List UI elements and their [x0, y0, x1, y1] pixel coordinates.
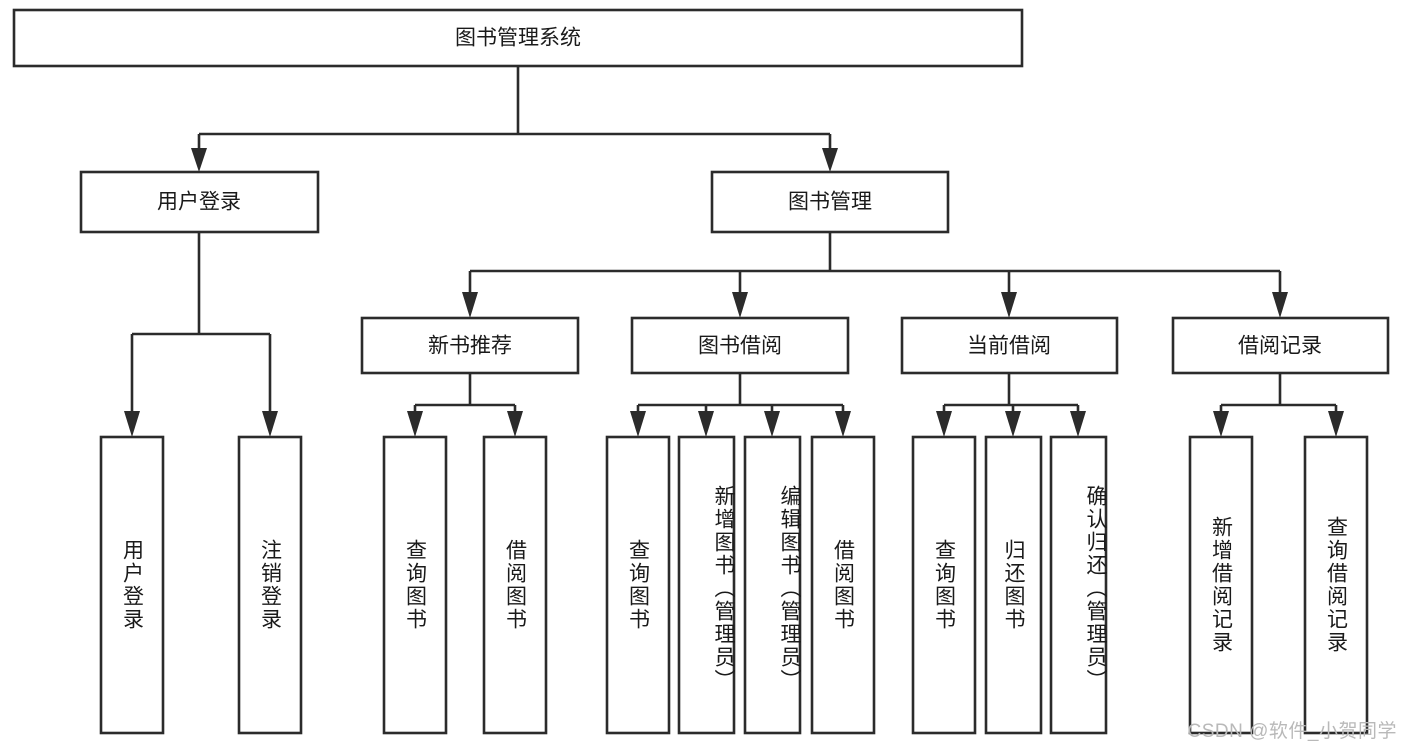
arrow-head-icon — [835, 411, 851, 437]
node-box — [630, 316, 850, 375]
leaf-box-query-books-borrow[interactable] — [605, 435, 671, 735]
leaf-box-add-borrow-record[interactable] — [1188, 435, 1254, 735]
node-box — [710, 170, 950, 234]
arrow-head-icon — [407, 411, 423, 437]
arrow-head-icon — [262, 411, 278, 437]
arrow-head-icon — [1213, 411, 1229, 437]
leaf-boxes-group — [99, 435, 1369, 735]
arrow-head-icon — [1005, 411, 1021, 437]
arrow-head-icon — [630, 411, 646, 437]
node-box — [900, 316, 1119, 375]
node-label: 新书推荐 — [428, 335, 512, 358]
node-borrow-records[interactable]: 借阅记录 — [1171, 316, 1390, 375]
node-box — [360, 316, 580, 375]
connector-login-to-leaves — [124, 232, 278, 437]
arrow-head-icon — [732, 292, 748, 318]
node-box — [1171, 316, 1390, 375]
node-book-borrow[interactable]: 图书借阅 — [630, 316, 850, 375]
leaf-box-logout[interactable] — [237, 435, 303, 735]
node-label: 图书借阅 — [698, 335, 782, 358]
leaf-box-query-borrow-record[interactable] — [1303, 435, 1369, 735]
connector-books-to-level3 — [462, 232, 1288, 318]
leaf-box-borrow-book[interactable] — [810, 435, 876, 735]
leaf-box-user-login[interactable] — [99, 435, 165, 735]
arrow-head-icon — [124, 411, 140, 437]
node-label: 图书管理系统 — [455, 27, 581, 50]
node-box — [12, 8, 1024, 68]
node-box — [79, 170, 320, 234]
node-label: 借阅记录 — [1238, 335, 1322, 358]
arrow-head-icon — [936, 411, 952, 437]
leaf-box-confirm-return-admin[interactable] — [1049, 435, 1108, 735]
connector-root-to-level2 — [191, 66, 838, 172]
leaf-box-query-books-current[interactable] — [911, 435, 977, 735]
arrow-head-icon — [1070, 411, 1086, 437]
leaf-box-edit-book-admin[interactable] — [743, 435, 802, 735]
arrow-head-icon — [698, 411, 714, 437]
arrow-head-icon — [822, 148, 838, 172]
node-label: 图书管理 — [788, 191, 872, 214]
node-label: 用户登录 — [157, 191, 241, 214]
arrow-head-icon — [764, 411, 780, 437]
node-new-book-recommend[interactable]: 新书推荐 — [360, 316, 580, 375]
arrow-head-icon — [191, 148, 207, 172]
arrow-head-icon — [507, 411, 523, 437]
leaf-box-borrow-books-new[interactable] — [482, 435, 548, 735]
node-root-system[interactable]: 图书管理系统 — [12, 8, 1024, 68]
arrow-head-icon — [1272, 292, 1288, 318]
node-label: 当前借阅 — [967, 335, 1051, 358]
node-current-borrow[interactable]: 当前借阅 — [900, 316, 1119, 375]
arrow-head-icon — [1001, 292, 1017, 318]
node-book-management[interactable]: 图书管理 — [710, 170, 950, 234]
connector-newbooks-to-leaves — [407, 373, 523, 437]
leaf-box-add-book-admin[interactable] — [677, 435, 736, 735]
watermark-text: CSDN @软件_小贺同学 — [1187, 721, 1397, 742]
connector-borrow-to-leaves — [630, 373, 851, 437]
arrow-head-icon — [462, 292, 478, 318]
connector-records-to-leaves — [1213, 373, 1344, 437]
arrow-head-icon — [1328, 411, 1344, 437]
connector-current-to-leaves — [936, 373, 1086, 437]
node-user-login[interactable]: 用户登录 — [79, 170, 320, 234]
leaf-box-return-book[interactable] — [984, 435, 1043, 735]
leaf-box-query-books-new[interactable] — [382, 435, 448, 735]
